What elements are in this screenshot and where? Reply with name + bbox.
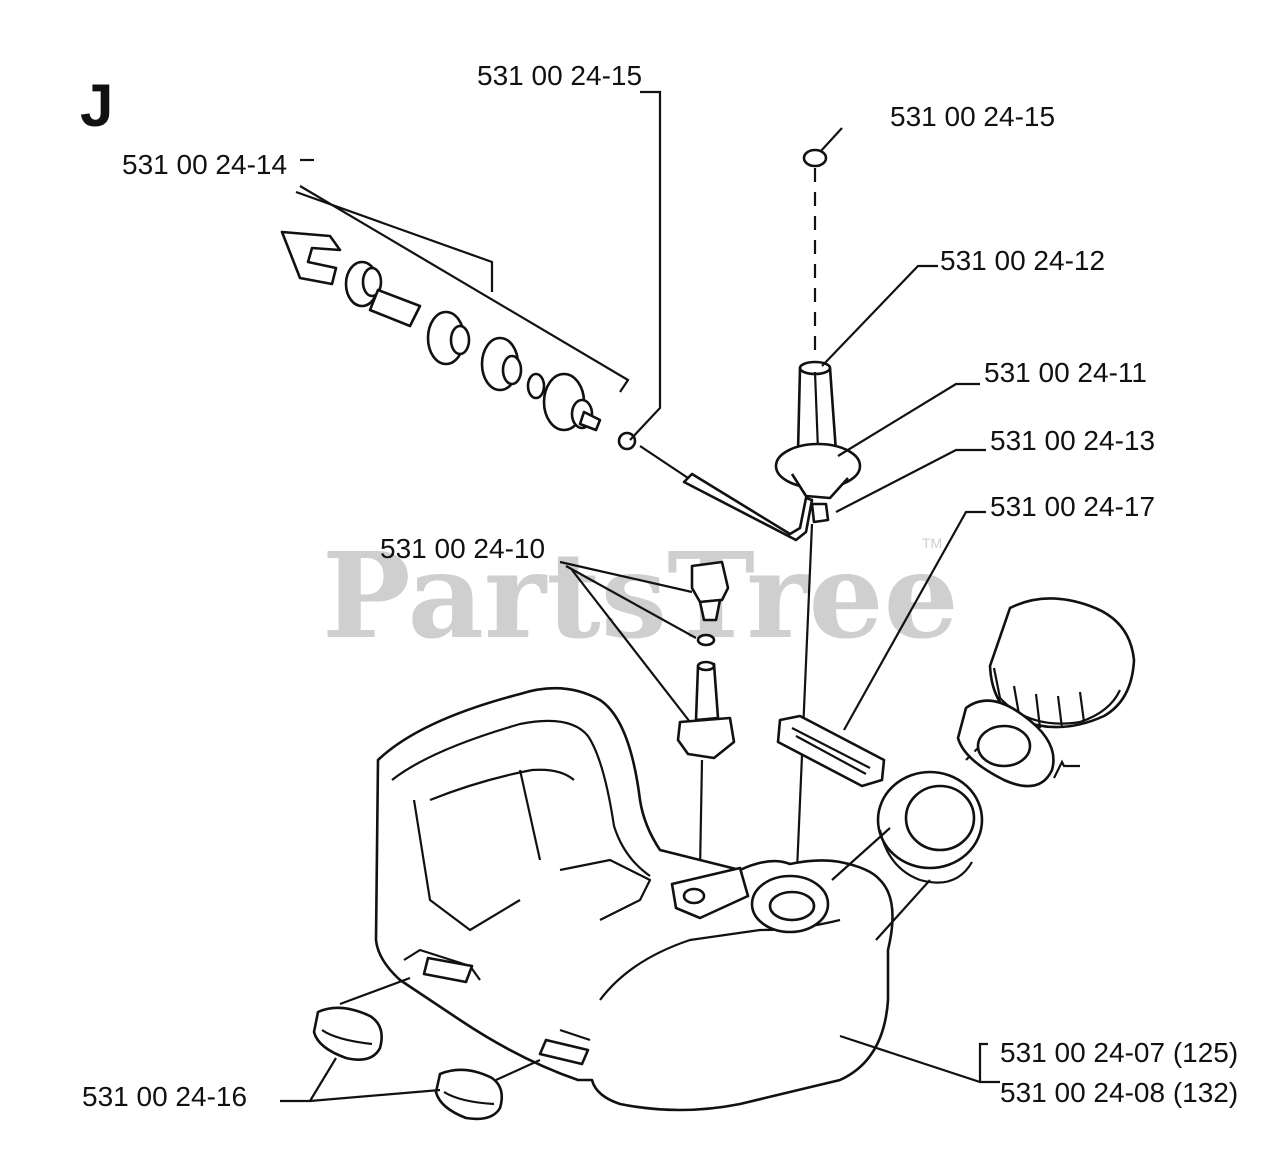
label-531-00-24-07: 531 00 24-07 (125) [1000,1037,1238,1068]
label-531-00-24-10: 531 00 24-10 [380,533,545,564]
watermark-trademark: TM [922,535,942,551]
label-531-00-24-15-right: 531 00 24-15 [890,101,1055,132]
part-labels: 531 00 24-15 531 00 24-15 531 00 24-14 5… [82,60,1238,1112]
grommet [776,510,986,788]
section-letter: J [80,72,113,139]
tank-label-bracket [978,1042,988,1082]
filler-cap-assembly [876,597,1136,884]
label-531-00-24-08: 531 00 24-08 (132) [1000,1077,1238,1108]
label-531-00-24-11: 531 00 24-11 [984,357,1147,388]
fuel-filter-assembly [280,90,814,542]
label-531-00-24-16: 531 00 24-16 [82,1081,247,1112]
label-531-00-24-13: 531 00 24-13 [990,425,1155,456]
label-531-00-24-15-top: 531 00 24-15 [477,60,642,91]
rubber-feet [280,976,541,1121]
breather-parts [559,560,736,871]
fuel-tank [374,686,931,1112]
watermark: PartsTree TM [322,526,959,665]
vent-assembly [774,127,986,895]
label-531-00-24-17: 531 00 24-17 [990,491,1155,522]
label-531-00-24-14: 531 00 24-14 [122,149,287,180]
label-531-00-24-12: 531 00 24-12 [940,245,1105,276]
watermark-text: PartsTree [322,526,959,665]
